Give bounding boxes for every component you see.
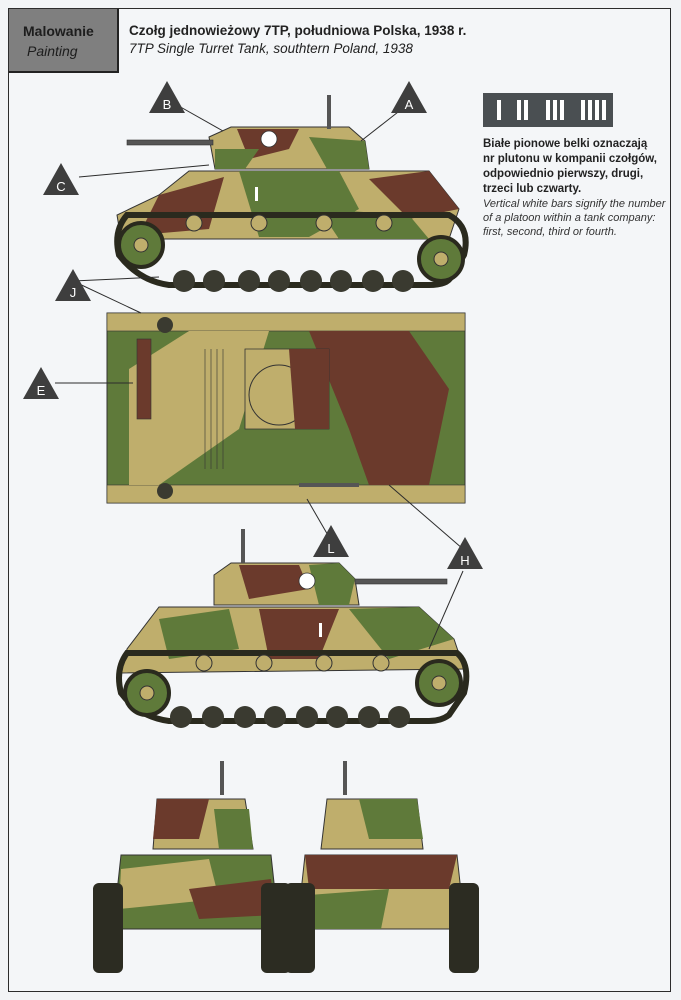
svg-text:H: H [460,553,469,568]
section-tag-polish: Malowanie [23,23,94,39]
svg-text:J: J [70,285,77,300]
note-english-line: of a platoon within a tank company: [483,212,656,224]
note-english: Vertical white bars signify the number o… [483,197,665,239]
platoon-bars-illustration [483,93,613,127]
note-polish: Białe pionowe belki oznaczają nr plutonu… [483,137,657,197]
gun-barrel [354,578,448,585]
svg-text:A: A [405,97,414,112]
note-english-line: first, second, third or fourth. [483,226,617,238]
marker-c: C [43,163,79,195]
title-polish: Czołg jednowieżowy 7TP, południowa Polsk… [129,23,467,38]
svg-text:C: C [56,179,65,194]
gun-barrel [126,139,214,146]
note-polish-line: Białe pionowe belki oznaczają [483,138,648,150]
tank-drawings: A B C J E L H [23,81,483,973]
svg-text:B: B [163,97,172,112]
section-tag-english: Painting [27,43,78,59]
note-polish-line: odpowiednio pierwszy, drugi, [483,168,644,180]
tank-front-view [93,761,291,973]
turret-emblem-icon [298,572,316,590]
leader-lines [55,104,464,650]
title-english: 7TP Single Turret Tank, southtern Poland… [129,41,413,56]
svg-text:L: L [327,541,334,556]
note-polish-line: nr plutonu w kompanii czołgów, [483,153,657,165]
marker-b: B [149,81,185,113]
marker-j: J [55,269,91,301]
note-polish-line: trzeci lub czwarty. [483,183,582,195]
antenna [241,529,245,563]
marker-l: L [313,525,349,557]
svg-text:E: E [37,383,46,398]
turret-emblem-icon [260,130,278,148]
platoon-bar [255,187,258,201]
section-tag: Malowanie Painting [9,9,119,73]
marker-h: H [447,537,483,569]
platoon-bar [319,623,322,637]
painting-page: Malowanie Painting Czołg jednowieżowy 7T… [8,8,671,992]
note-english-line: Vertical white bars signify the number [483,198,666,210]
tank-top-view [106,312,466,504]
marker-a: A [391,81,427,113]
tank-right-side-view [116,529,470,728]
marker-e: E [23,367,59,399]
antenna [327,95,331,129]
tank-rear-view [285,761,479,973]
tank-left-side-view [114,95,469,292]
